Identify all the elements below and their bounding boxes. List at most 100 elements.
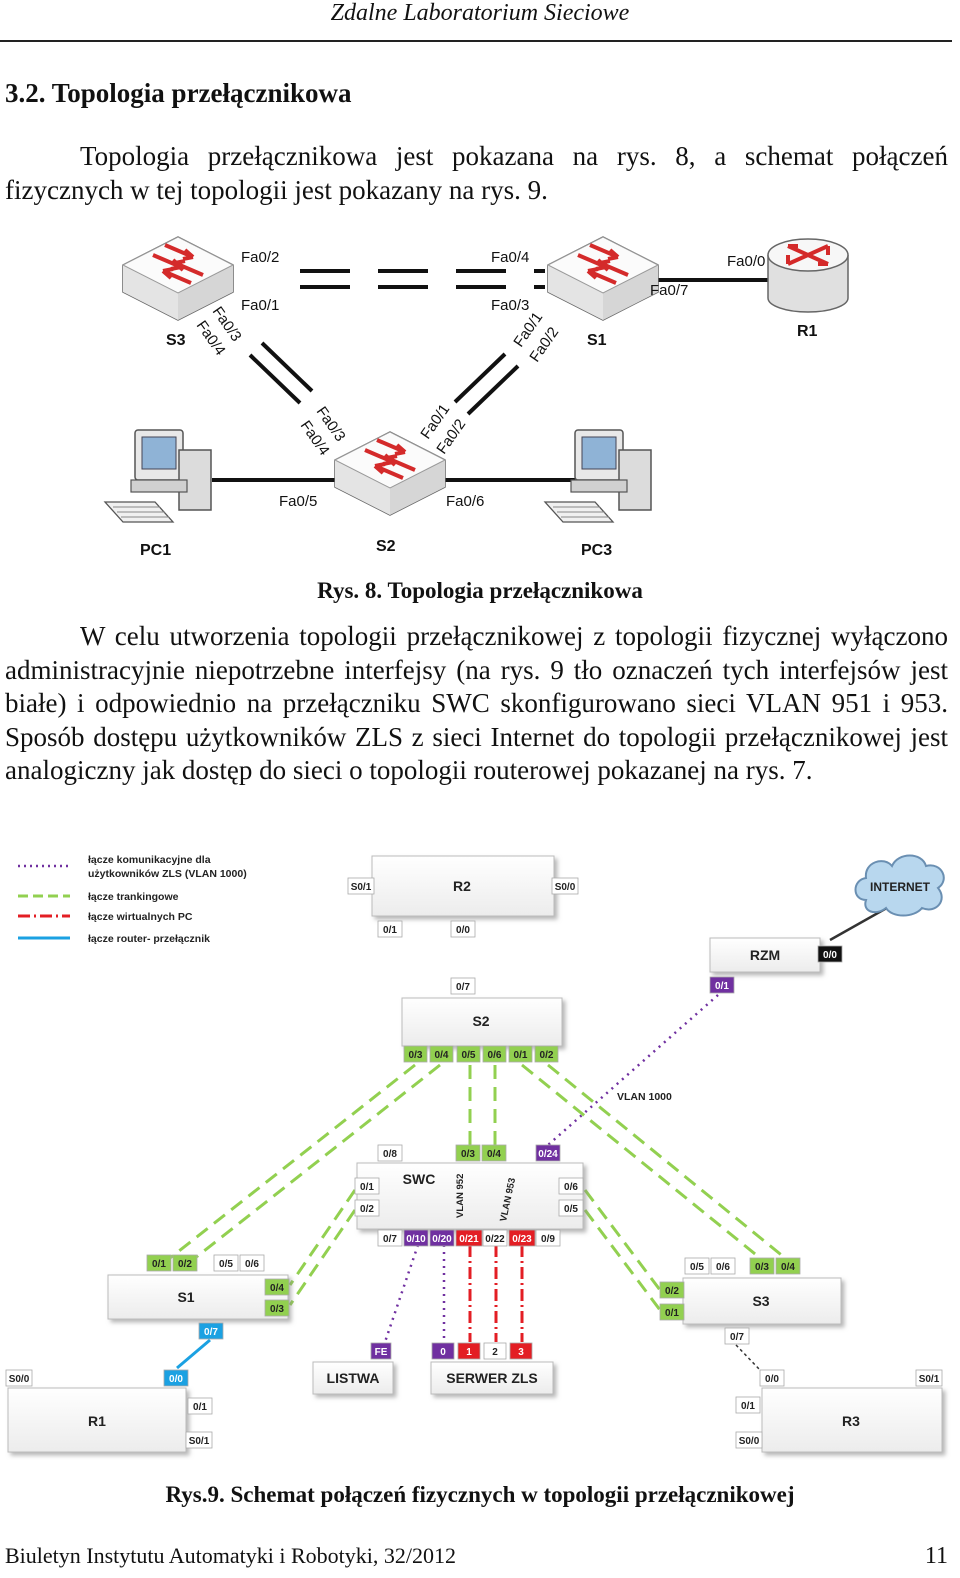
- port-badge-label: 1: [466, 1347, 472, 1358]
- header-rule: [0, 40, 952, 42]
- port-badge-label: 0/1: [514, 1050, 528, 1061]
- port-badge-label: 0/6: [488, 1050, 502, 1061]
- port-badge-box: [213, 1254, 239, 1272]
- port-badge: 0/9: [535, 1229, 561, 1247]
- legend-item: użytkowników ZLS (VLAN 1000): [88, 868, 247, 880]
- port-badge: 0/0: [759, 1369, 785, 1387]
- port-badge: 0/23: [508, 1229, 536, 1247]
- port-badge: 0/1: [377, 920, 403, 938]
- port-badge: 0/6: [558, 1177, 584, 1195]
- port-badge-box: [481, 1144, 507, 1162]
- port-badge: S0/1: [347, 877, 375, 895]
- port-badge-label: 0/6: [245, 1259, 259, 1270]
- port-badge: 0/6: [239, 1254, 265, 1272]
- port-badge: 0/7: [377, 1229, 403, 1247]
- port-badge: 0: [431, 1342, 455, 1360]
- port-badge-label: 2: [492, 1347, 498, 1358]
- port-badge: 0/8: [377, 1144, 403, 1162]
- port-badge-box: [172, 1254, 198, 1272]
- port-badge: 0/2: [172, 1254, 198, 1272]
- port-badge: 0/2: [534, 1045, 559, 1063]
- port-badge-box: [347, 877, 375, 895]
- port-badge-box: [558, 1177, 584, 1195]
- port-badge-box: [509, 1342, 533, 1360]
- page-number: 11: [924, 1543, 948, 1569]
- switch-s2-icon: [333, 430, 447, 517]
- port-badge-label: 0/4: [781, 1262, 795, 1273]
- swc-vlan952-label: VLAN 952: [455, 1174, 466, 1218]
- port-badge: 0/6: [482, 1045, 507, 1063]
- fig8-port-label: Fa0/1: [241, 297, 279, 314]
- port-badge-label: 0/1: [665, 1308, 679, 1319]
- port-badge-box: [710, 1257, 736, 1275]
- port-badge-label: S0/1: [189, 1436, 210, 1447]
- port-badge-box: [264, 1278, 290, 1296]
- device-label-r1: R1: [797, 323, 818, 340]
- port-badge-box: [431, 1342, 455, 1360]
- port-badge-label: 0/2: [178, 1259, 192, 1270]
- fig8-port-label: Fa0/4: [491, 249, 529, 266]
- device-label-s2: S2: [376, 538, 396, 555]
- port-badge-label: 3: [518, 1347, 524, 1358]
- port-badge: 1: [457, 1342, 481, 1360]
- port-badge: 0/10: [403, 1229, 429, 1247]
- port-badge: S0/1: [915, 1369, 943, 1387]
- port-badge-label: 0/7: [456, 982, 470, 993]
- box-label-r1: R1: [88, 1413, 106, 1429]
- paragraph-1-text: Topologia przełącznikowa jest pokazana n…: [5, 141, 948, 205]
- port-badge: S0/1: [185, 1431, 213, 1449]
- port-badge-label: 0/22: [485, 1234, 505, 1245]
- port-badge: 0/5: [558, 1199, 584, 1217]
- port-badge-box: [185, 1431, 213, 1449]
- port-badge-box: [456, 1045, 481, 1063]
- port-badge-label: 0/1: [193, 1402, 207, 1413]
- port-badge-label: 0/7: [383, 1234, 397, 1245]
- port-badge-label: 0/0: [456, 925, 470, 936]
- vlan-1000-label: VLAN 1000: [617, 1091, 672, 1103]
- port-badge-label: 0/3: [270, 1304, 284, 1315]
- port-badge: 0/1: [146, 1254, 172, 1272]
- port-badge-box: [534, 1045, 559, 1063]
- port-badge-label: 0/8: [383, 1149, 397, 1160]
- port-badge-label: 0/5: [690, 1262, 704, 1273]
- box-label-s3: S3: [752, 1293, 769, 1309]
- port-badge: FE: [370, 1342, 392, 1360]
- port-badge-box: [163, 1369, 189, 1387]
- port-badge: 0/4: [264, 1278, 290, 1296]
- port-badge-label: 0/10: [406, 1234, 426, 1245]
- port-badge-label: 0/0: [169, 1374, 183, 1385]
- legend-item: łącze wirtualnych PC: [88, 911, 193, 923]
- legend-item: łącze trankingowe: [88, 891, 179, 903]
- port-badge-label: 0/7: [204, 1327, 218, 1338]
- port-badge-box: [370, 1342, 392, 1360]
- port-badge-box: [146, 1254, 172, 1272]
- port-badge-label: 0/1: [383, 925, 397, 936]
- port-badge-box: [5, 1369, 33, 1387]
- box-label-listwa: LISTWA: [327, 1370, 380, 1386]
- port-badge-label: 0/5: [219, 1259, 233, 1270]
- port-badge-box: [377, 1144, 403, 1162]
- port-badge-box: [749, 1257, 775, 1275]
- port-badge-label: 0/4: [487, 1149, 501, 1160]
- port-badge-box: [759, 1369, 785, 1387]
- port-badge-box: [709, 976, 735, 994]
- port-badge-box: [455, 1144, 481, 1162]
- internet-cloud-icon: [854, 854, 945, 917]
- port-badge-box: [403, 1045, 428, 1063]
- legend-item: łącze komunikacyjne dla: [88, 854, 211, 866]
- port-badge-box: [264, 1299, 290, 1317]
- port-badge-box: [724, 1327, 750, 1345]
- port-badge-box: [684, 1257, 710, 1275]
- port-badge-label: S0/1: [351, 882, 372, 893]
- legend-item: łącze router- przełącznik: [88, 933, 210, 945]
- switch-s1-icon: [546, 235, 660, 322]
- port-badge: 0/7: [198, 1322, 224, 1340]
- port-badge-box: [482, 1229, 508, 1247]
- port-badge-box: [735, 1431, 763, 1449]
- port-badge-label: 0/1: [152, 1259, 166, 1270]
- figure-8-diagram: Fa0/2 Fa0/1 Fa0/4 Fa0/3 Fa0/0 Fa0/7 Fa0/…: [104, 235, 849, 559]
- port-badge-box: [915, 1369, 943, 1387]
- port-badge-box: [377, 1229, 403, 1247]
- port-badge: 0/20: [429, 1229, 455, 1247]
- box-label-s2: S2: [472, 1013, 489, 1029]
